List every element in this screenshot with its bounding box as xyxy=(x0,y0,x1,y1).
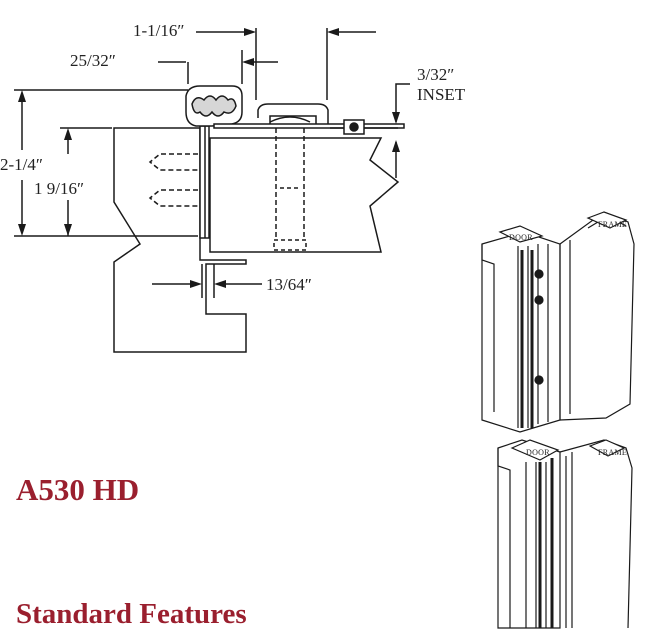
product-title: A530 HD xyxy=(16,472,140,507)
knuckle-gear xyxy=(191,95,237,117)
frame-screw-bottom xyxy=(148,189,198,207)
dim-25-32: 25/32″ xyxy=(70,51,116,70)
dim-1-9-16: 1 9/16″ xyxy=(34,179,84,198)
dim-inset: INSET xyxy=(417,85,466,104)
door-screw-head-top xyxy=(269,116,311,123)
iso-hinge-bottom xyxy=(497,439,633,629)
frame-screw-top xyxy=(148,153,198,171)
iso-bottom-frame-label: FRAME xyxy=(598,448,627,457)
door-screw xyxy=(275,128,305,244)
door-screw-head xyxy=(273,239,307,251)
section-heading: Standard Features xyxy=(16,598,247,630)
dim-13-64: 13/64″ xyxy=(266,275,312,294)
iso-bottom-door-label: DOOR xyxy=(526,448,550,457)
door-leaf-channel xyxy=(257,103,329,127)
dim-2-1-4: 2-1/4″ xyxy=(0,155,43,174)
iso-top-door-label: DOOR xyxy=(509,233,533,242)
frame-outline xyxy=(113,127,247,353)
dim-1-1-16: 1-1/16″ xyxy=(133,21,184,40)
iso-hinge-top xyxy=(481,211,635,433)
iso-top-frame-label: FRAME xyxy=(598,220,627,229)
dim-3-32: 3/32″ xyxy=(417,65,454,84)
